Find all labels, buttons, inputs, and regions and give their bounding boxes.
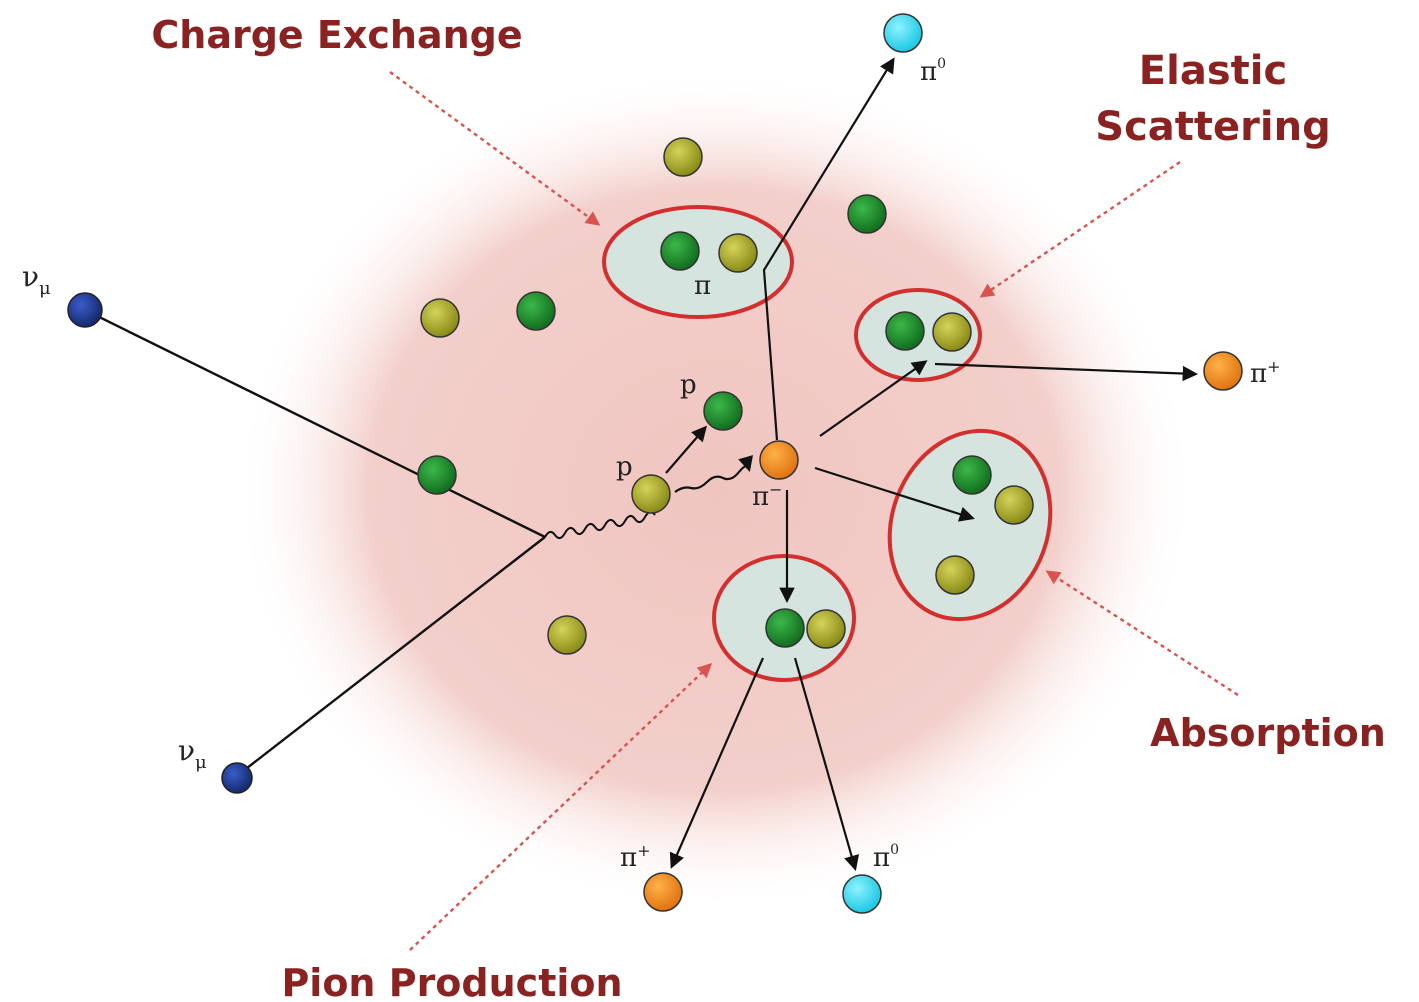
proton-nucleon xyxy=(932,312,972,352)
outgoing-neutrino xyxy=(221,762,253,794)
pi-zero-label-top: π0 xyxy=(920,56,946,87)
pi-plus-label-bottom: π+ xyxy=(620,841,651,873)
charge-exchange-callout-arrow xyxy=(389,71,601,226)
nucleus-region xyxy=(235,70,1195,910)
proton-label-struck: p xyxy=(616,452,633,482)
neutron-nucleon xyxy=(660,231,700,271)
struck-proton xyxy=(631,474,671,514)
positive-pion-bottom xyxy=(643,872,683,912)
proton-label-outgoing: p xyxy=(680,370,697,400)
charge-exchange-ellipse xyxy=(602,205,794,319)
pion-production-label: Pion Production xyxy=(281,961,622,1002)
charge-exchange-label: Charge Exchange xyxy=(151,13,522,57)
proton-nucleon xyxy=(663,137,703,177)
pion-production-out-track-1 xyxy=(669,657,765,869)
pi-label-charge-exchange: π xyxy=(694,271,711,301)
neutron-nucleon xyxy=(516,291,556,331)
absorption-track xyxy=(814,466,975,522)
neutron-nucleon xyxy=(952,455,992,495)
neutron-nucleon xyxy=(885,311,925,351)
proton-nucleon xyxy=(420,298,460,338)
negative-pion xyxy=(759,440,799,480)
proton-nucleon xyxy=(994,485,1034,525)
neutral-pion-top xyxy=(883,13,923,53)
elastic-label: Elastic xyxy=(1139,48,1287,94)
neutral-pion-bottom xyxy=(842,874,882,914)
outgoing-neutrino-track xyxy=(237,536,546,776)
incoming-neutrino-track xyxy=(84,308,546,539)
pion-production-callout-arrow xyxy=(409,663,713,951)
neutron-nucleon xyxy=(417,455,457,495)
elastic-out-track xyxy=(934,362,1199,382)
proton-to-pion-track xyxy=(674,455,754,493)
charge-exchange-track xyxy=(762,57,895,441)
neutron-nucleon xyxy=(765,608,805,648)
boson-propagator xyxy=(544,511,656,539)
pi-plus-label-right: π+ xyxy=(1250,357,1281,389)
absorption-callout-arrow xyxy=(1045,570,1239,697)
scattering-label: Scattering xyxy=(1095,104,1330,150)
positive-pion-right xyxy=(1203,351,1243,391)
absorption-label: Absorption xyxy=(1150,711,1386,755)
proton-nucleon xyxy=(718,233,758,273)
proton-to-proton-track xyxy=(665,425,708,474)
proton-nucleon xyxy=(547,615,587,655)
neutrino-label-bottom: νμ xyxy=(178,734,207,773)
outgoing-proton xyxy=(703,391,743,431)
incoming-neutrino xyxy=(67,292,103,328)
pi-zero-label-bottom: π0 xyxy=(873,842,899,873)
proton-nucleon xyxy=(935,555,975,595)
proton-nucleon xyxy=(806,609,846,649)
neutrino-label-top: νμ xyxy=(22,260,51,299)
pion-production-out-track-2 xyxy=(793,657,860,871)
neutron-nucleon xyxy=(847,194,887,234)
elastic-in-track xyxy=(819,360,928,437)
pi-minus-label: π− xyxy=(752,480,783,512)
absorption-ellipse xyxy=(887,428,1053,622)
